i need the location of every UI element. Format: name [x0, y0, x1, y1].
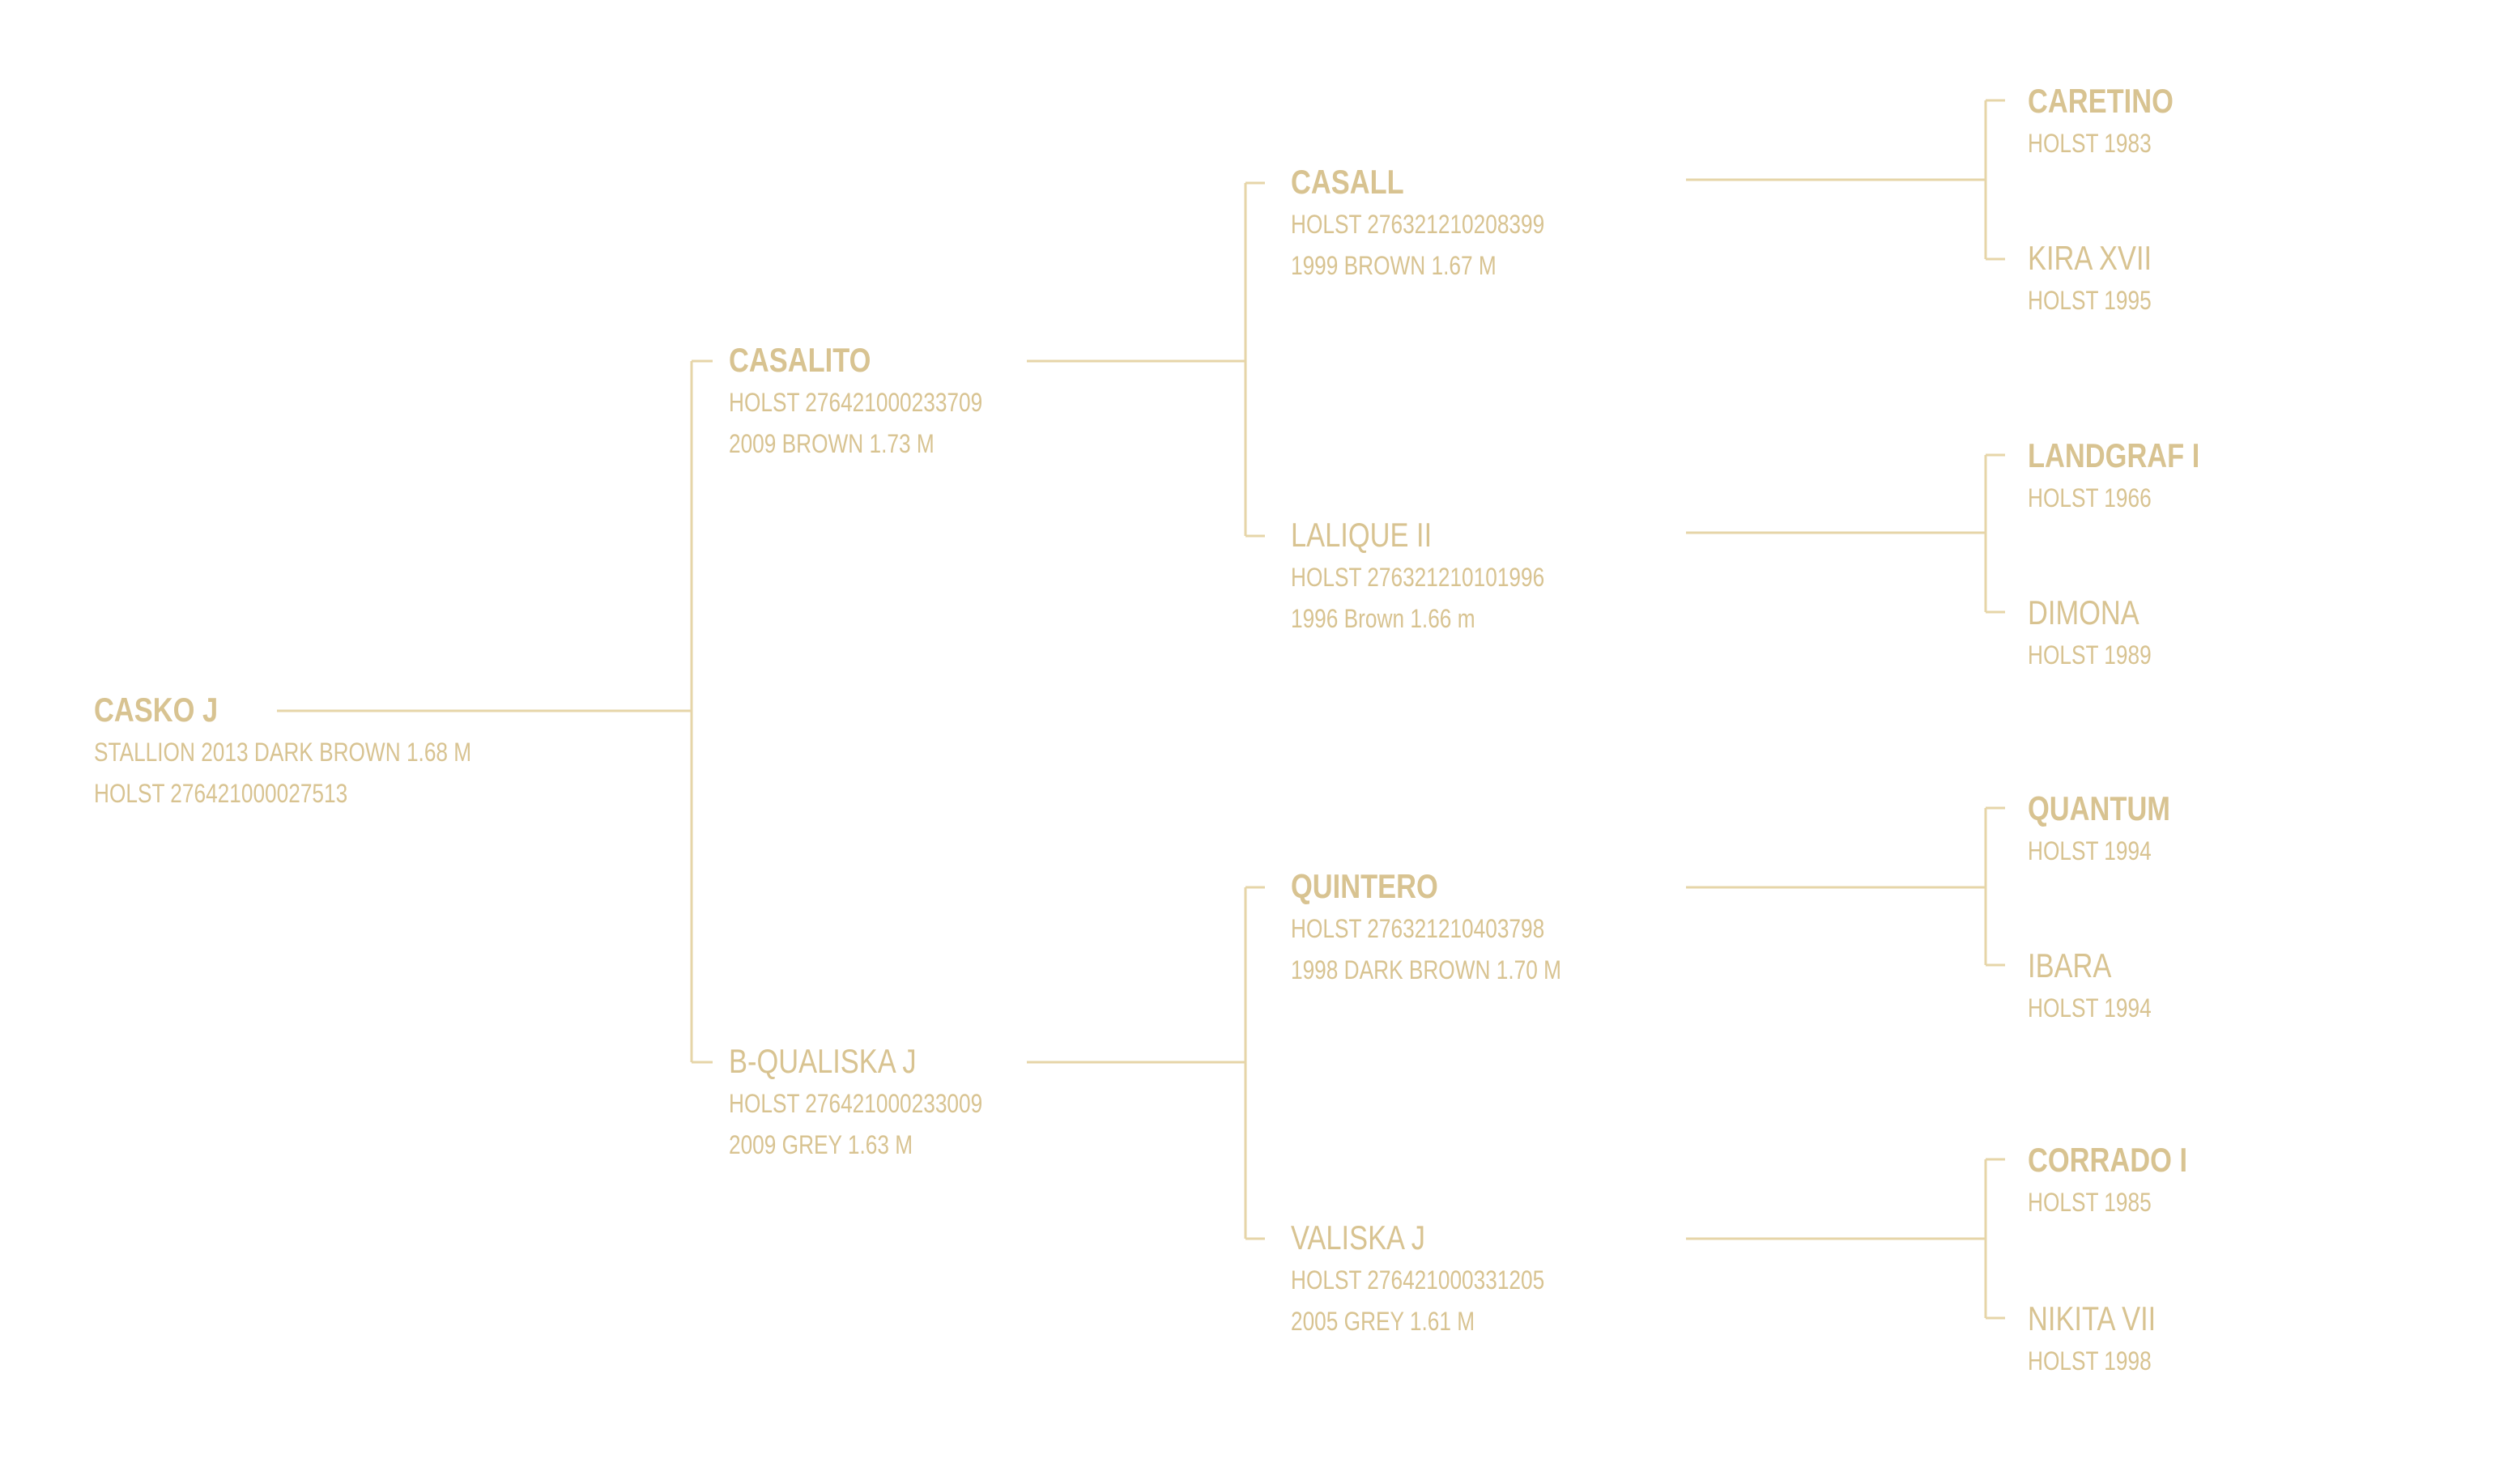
sire-node: CASALITO HOLST 276421000233709 2009 BROW…	[729, 338, 1038, 465]
sire-name: CASALITO	[729, 341, 871, 379]
dam-name: B-QUALISKA J	[729, 1042, 917, 1080]
gen3-name: CARETINO	[2028, 82, 2174, 120]
gen3-line1: HOLST 1994	[2028, 993, 2152, 1023]
gen3-name: IBARA	[2028, 946, 2112, 984]
gen3-line1: HOLST 1995	[2028, 286, 2152, 315]
dam-sire-node: QUINTERO HOLST 276321210403798 1998 DARK…	[1291, 865, 1620, 991]
subject-line2: HOLST 276421000027513	[94, 779, 348, 808]
sire-dam-line1: HOLST 276321210101996	[1291, 563, 1545, 592]
dam-dam-line1: HOLST 276421000331205	[1291, 1265, 1545, 1295]
gen3-line1: HOLST 1998	[2028, 1346, 2152, 1376]
sire-sire-node: CASALL HOLST 276321210208399 1999 BROWN …	[1291, 160, 1600, 287]
sire-line2: 2009 BROWN 1.73 M	[729, 429, 935, 458]
dam-dam-node: VALISKA J HOLST 276421000331205 2005 GRE…	[1291, 1216, 1600, 1342]
gen3-name: CORRADO I	[2028, 1141, 2188, 1179]
gen3-node: QUANTUM HOLST 1994	[2028, 787, 2202, 872]
gen3-name: LANDGRAF I	[2028, 436, 2200, 474]
subject-name: CASKO J	[94, 691, 219, 729]
dam-line1: HOLST 276421000233009	[729, 1089, 983, 1118]
subject-line1: STALLION 2013 DARK BROWN 1.68 M	[94, 738, 472, 767]
dam-line2: 2009 GREY 1.63 M	[729, 1130, 913, 1159]
gen3-name: KIRA XVII	[2028, 239, 2152, 277]
gen3-line1: HOLST 1989	[2028, 640, 2152, 670]
gen3-line1: HOLST 1994	[2028, 836, 2152, 865]
dam-sire-line1: HOLST 276321210403798	[1291, 914, 1545, 943]
gen3-node: DIMONA HOLST 1989	[2028, 591, 2178, 676]
gen3-name: NIKITA VII	[2028, 1299, 2156, 1337]
gen3-name: DIMONA	[2028, 593, 2139, 631]
sire-sire-line2: 1999 BROWN 1.67 M	[1291, 251, 1497, 280]
gen3-node: NIKITA VII HOLST 1998	[2028, 1297, 2184, 1382]
sire-dam-name: LALIQUE II	[1291, 516, 1433, 554]
gen3-name: QUANTUM	[2028, 789, 2171, 827]
gen3-node: IBARA HOLST 1994	[2028, 944, 2178, 1029]
dam-dam-line2: 2005 GREY 1.61 M	[1291, 1307, 1475, 1336]
sire-dam-node: LALIQUE II HOLST 276321210101996 1996 Br…	[1291, 513, 1600, 640]
dam-dam-name: VALISKA J	[1291, 1218, 1425, 1257]
subject-horse: CASKO J STALLION 2013 DARK BROWN 1.68 M …	[94, 688, 554, 814]
gen3-line1: HOLST 1985	[2028, 1188, 2152, 1217]
sire-sire-line1: HOLST 276321210208399	[1291, 210, 1545, 239]
sire-dam-line2: 1996 Brown 1.66 m	[1291, 604, 1475, 633]
gen3-node: LANDGRAF I HOLST 1966	[2028, 434, 2237, 519]
dam-node: B-QUALISKA J HOLST 276421000233009 2009 …	[729, 1040, 1038, 1166]
dam-sire-line2: 1998 DARK BROWN 1.70 M	[1291, 955, 1561, 984]
gen3-line1: HOLST 1983	[2028, 129, 2152, 158]
gen3-node: CARETINO HOLST 1983	[2028, 79, 2205, 164]
sire-sire-name: CASALL	[1291, 163, 1404, 201]
dam-sire-name: QUINTERO	[1291, 867, 1438, 905]
gen3-node: KIRA XVII HOLST 1995	[2028, 236, 2179, 321]
sire-line1: HOLST 276421000233709	[729, 388, 983, 417]
gen3-node: CORRADO I HOLST 1985	[2028, 1138, 2222, 1223]
gen3-line1: HOLST 1966	[2028, 483, 2152, 512]
